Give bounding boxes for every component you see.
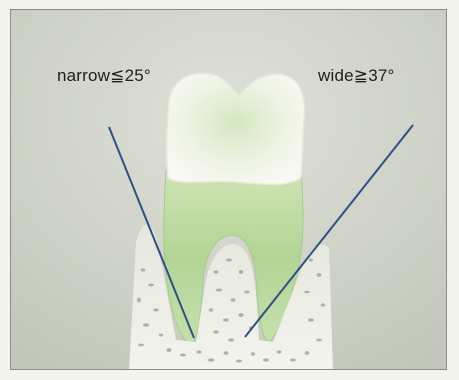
diagram-frame: narrow≦25° wide≧37° xyxy=(10,9,447,370)
wide-angle-label: wide≧37° xyxy=(318,66,395,86)
tooth-diagram xyxy=(11,10,447,370)
narrow-angle-label: narrow≦25° xyxy=(57,66,151,86)
